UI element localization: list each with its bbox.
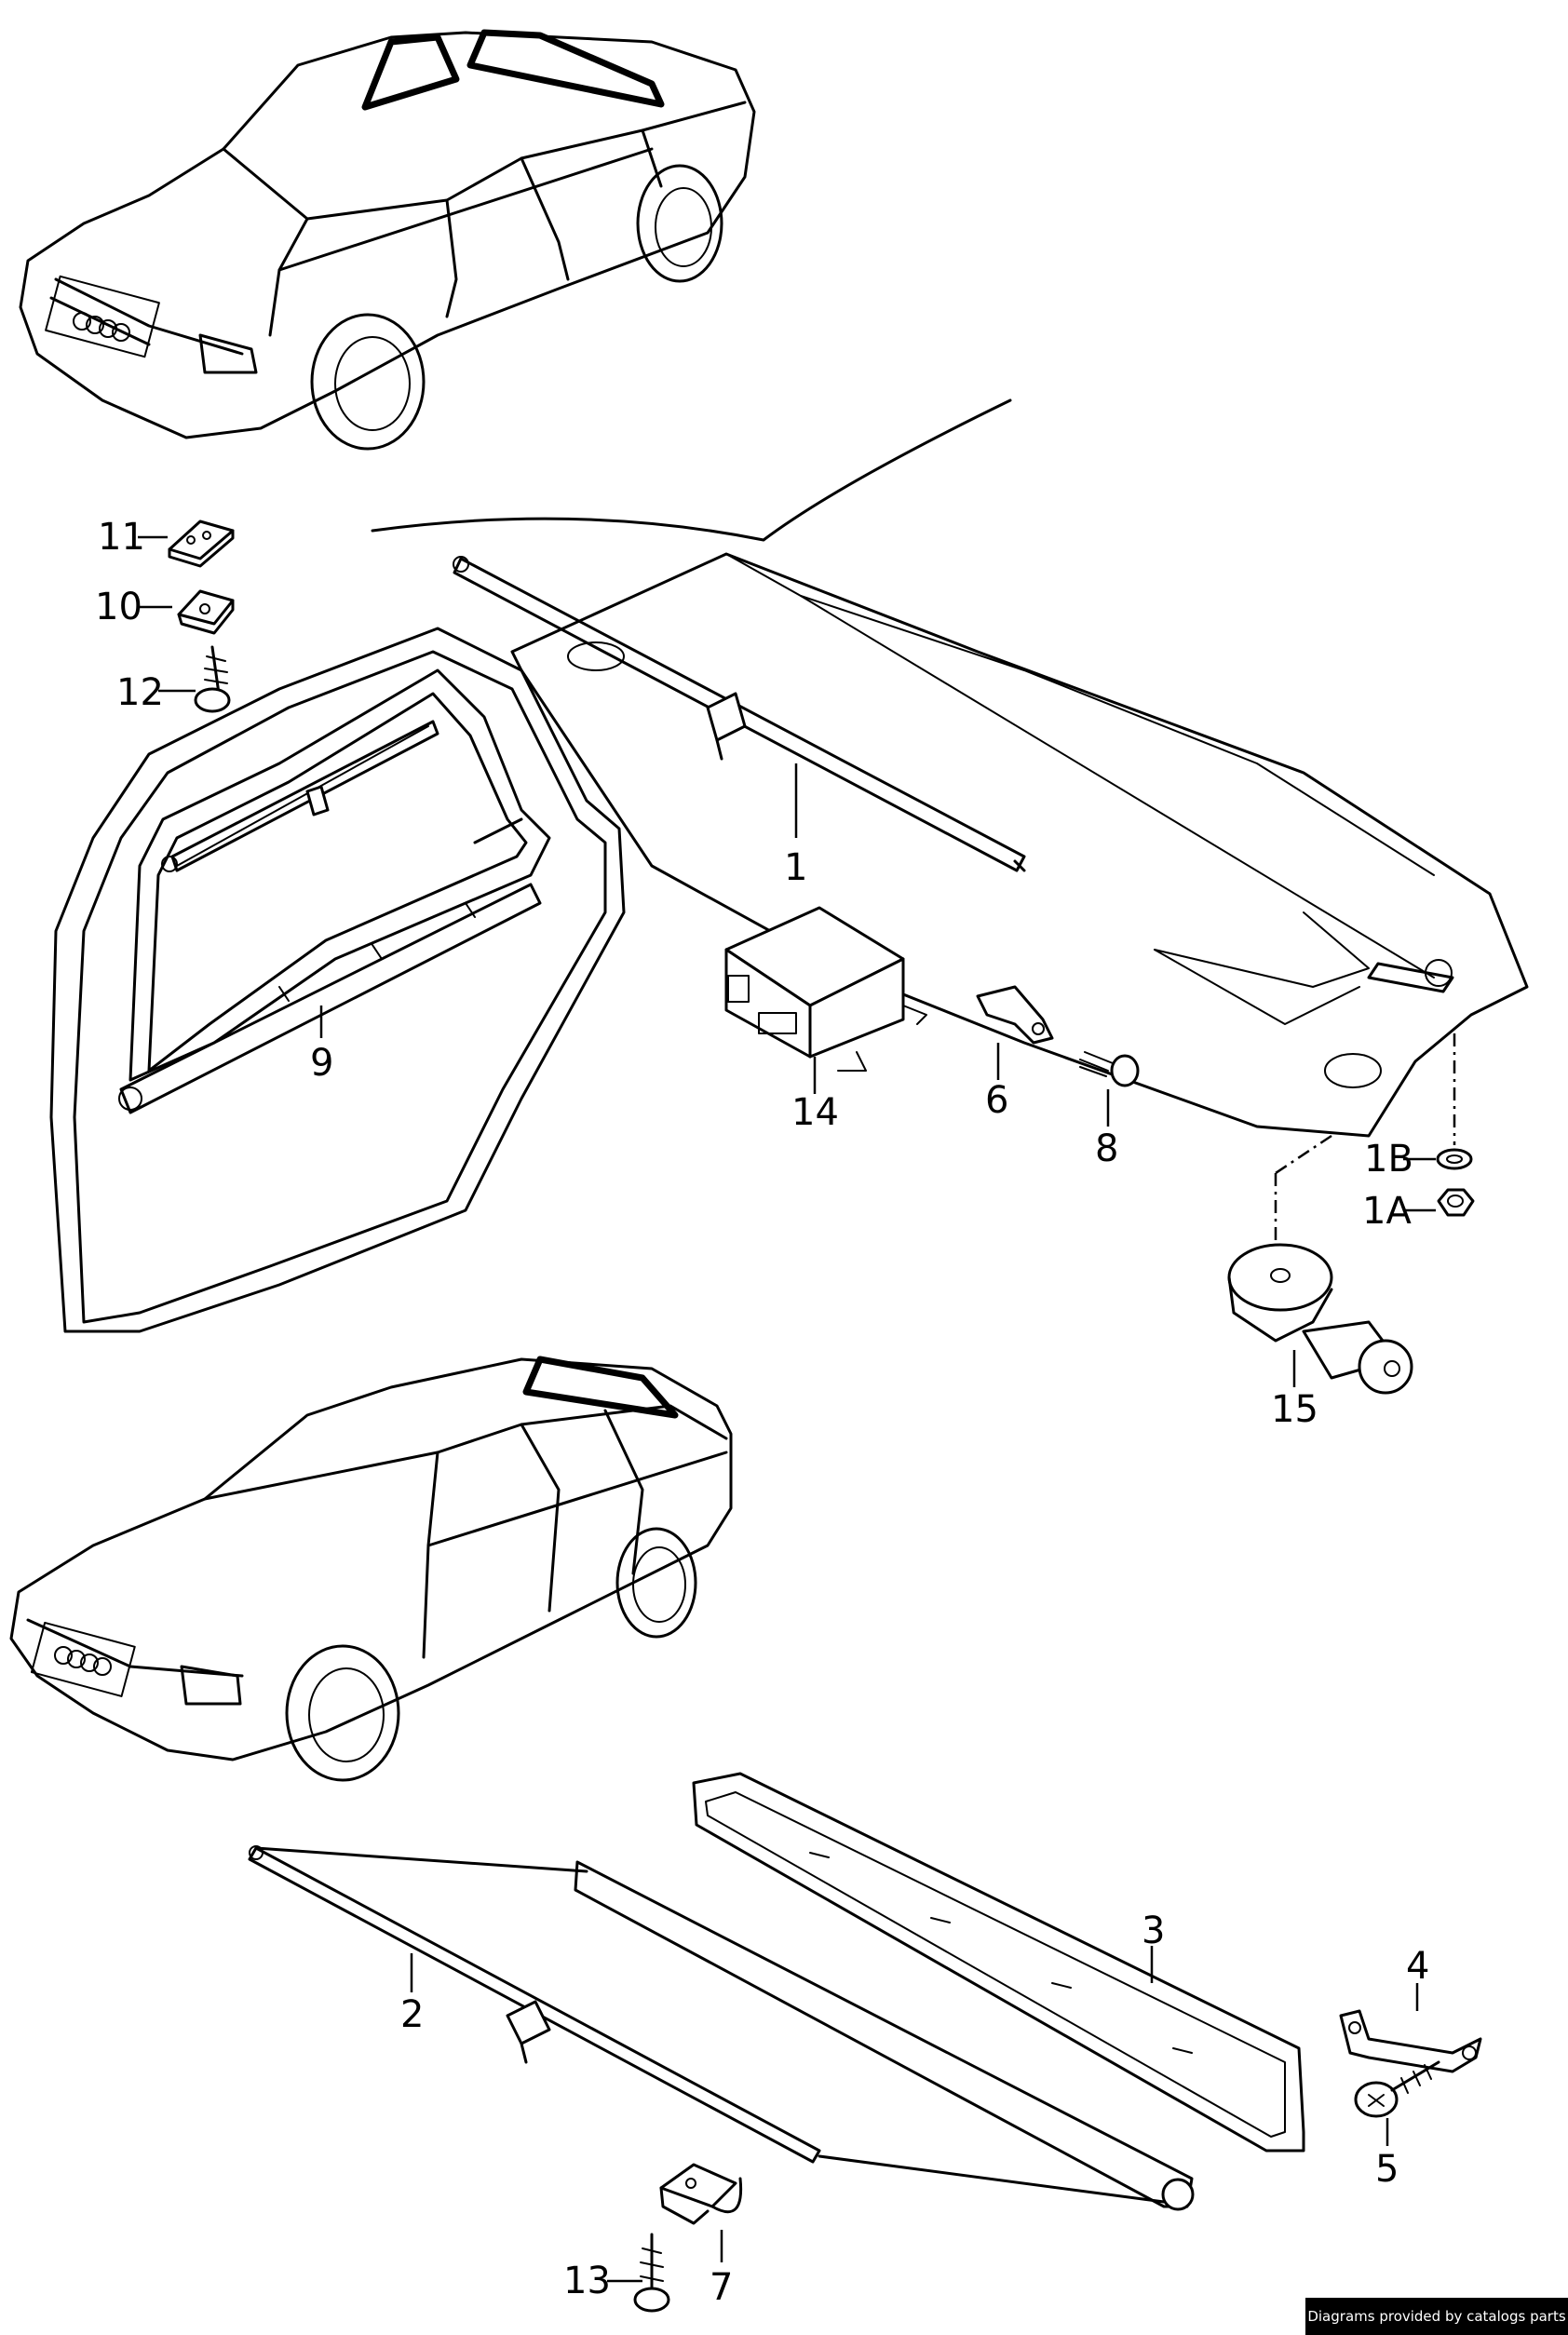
rear-shelf-illustration (371, 398, 1529, 1248)
part-10-clip (138, 589, 235, 635)
callout-11: 11 (98, 516, 145, 559)
callout-1b: 1B (1364, 1138, 1413, 1181)
sedan-illustration (19, 29, 756, 451)
callout-3: 3 (1142, 1910, 1165, 1952)
part-8-screw (1079, 1051, 1140, 1127)
part-13-screw (607, 2233, 670, 2313)
wagon-illustration (9, 1356, 733, 1782)
callout-10: 10 (95, 586, 142, 628)
callout-14: 14 (791, 1091, 839, 1134)
part-2-sunblind (248, 1845, 1195, 2211)
callout-5: 5 (1375, 2148, 1399, 2191)
callout-8: 8 (1095, 1127, 1118, 1170)
part-11-clip (138, 520, 235, 568)
part-7-clip (659, 2163, 743, 2262)
callout-15: 15 (1271, 1388, 1318, 1431)
part-6-bracket (976, 985, 1054, 1080)
part-3-guide-rail (692, 1772, 1305, 2153)
part-15-motor (1227, 1243, 1413, 1395)
callout-7: 7 (710, 2266, 733, 2309)
part-12-screw (158, 645, 231, 713)
part-4-bracket (1339, 1983, 1482, 2073)
callout-13: 13 (563, 2260, 611, 2302)
callout-12: 12 (116, 671, 164, 714)
credit-footer: Diagrams provided by catalogs parts (1305, 2298, 1568, 2335)
part-5-screw (1354, 2060, 1440, 2146)
callout-2: 2 (400, 1993, 424, 2036)
callout-1: 1 (784, 846, 807, 889)
callout-9: 9 (310, 1042, 333, 1085)
part-1a-nut (1403, 1188, 1475, 1217)
callout-6: 6 (985, 1079, 1008, 1122)
callout-4: 4 (1406, 1945, 1429, 1988)
callout-1a: 1A (1362, 1190, 1412, 1233)
part-1b-washer (1403, 1148, 1473, 1170)
part-14-control-unit (724, 906, 927, 1094)
rear-door-illustration (49, 627, 626, 1333)
